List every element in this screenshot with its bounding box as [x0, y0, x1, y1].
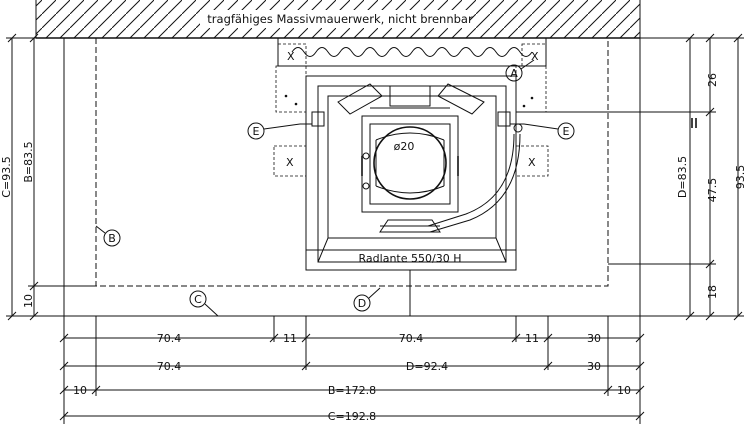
dim-row3-2: 10 — [617, 384, 631, 397]
cladding-outline — [95, 38, 609, 287]
dim-row1-4: 30 — [587, 332, 601, 345]
marker-b — [95, 225, 121, 247]
dim-row1-3: 11 — [525, 332, 539, 345]
dim-row1-2: 70.4 — [399, 332, 424, 345]
dim-left-2: 10 — [22, 294, 35, 308]
dim-row3-0: 10 — [73, 384, 87, 397]
dim-left-0: C=93.5 — [0, 156, 13, 197]
right-dimensions — [516, 33, 744, 321]
dim-row1-1: 11 — [283, 332, 297, 345]
x-block-mid-right — [515, 145, 549, 177]
marker-e-right-label: E — [563, 125, 570, 138]
marker-d — [353, 287, 381, 312]
dim-row3-1: B=172.8 — [328, 384, 376, 397]
x-label-2: X — [531, 50, 539, 63]
dim-right-inner-0: 26 — [706, 73, 719, 87]
marker-c — [189, 290, 219, 317]
dim-right-inner-2: 18 — [706, 285, 719, 299]
concrete-pocket-left — [275, 65, 307, 113]
dim-right-inner-1: 47.5 — [706, 178, 719, 203]
x-label-3: X — [286, 156, 294, 169]
dim-left-1: B=83.5 — [22, 141, 35, 182]
dim-right-outer-1: 93.5 — [734, 165, 747, 190]
left-dimensions — [6, 33, 96, 321]
stove-body — [305, 75, 517, 271]
concrete-pocket-right — [515, 65, 547, 113]
wall-title: tragfähiges Massivmauerwerk, nicht brenn… — [207, 12, 473, 26]
marker-b-label: B — [108, 232, 116, 245]
marker-e-left — [247, 122, 301, 140]
x-label-1: X — [287, 50, 295, 63]
marker-a-label: A — [510, 67, 518, 80]
marker-e-right — [523, 122, 575, 140]
masonry-wall — [35, 0, 641, 39]
dim-row4-0: C=192.8 — [328, 410, 376, 423]
bottom-dimensions — [59, 316, 645, 424]
dim-right-outer-0: D=83.5 — [676, 156, 689, 198]
dim-row2-2: 30 — [587, 360, 601, 373]
insulation-block — [277, 37, 547, 67]
dim-row2-1: D=92.4 — [406, 360, 448, 373]
flue-diameter-label: ø20 — [394, 140, 415, 153]
dim-row1-0: 70.4 — [157, 332, 182, 345]
marker-d-label: D — [358, 297, 366, 310]
x-label-4: X — [528, 156, 536, 169]
connectors — [300, 111, 524, 316]
marker-e-left-label: E — [253, 125, 260, 138]
marker-c-label: C — [194, 293, 202, 306]
dim-row2-0: 70.4 — [157, 360, 182, 373]
model-label: Radlante 550/30 H — [359, 252, 462, 265]
marker-a — [505, 59, 535, 82]
outer-base-outline — [63, 37, 641, 317]
